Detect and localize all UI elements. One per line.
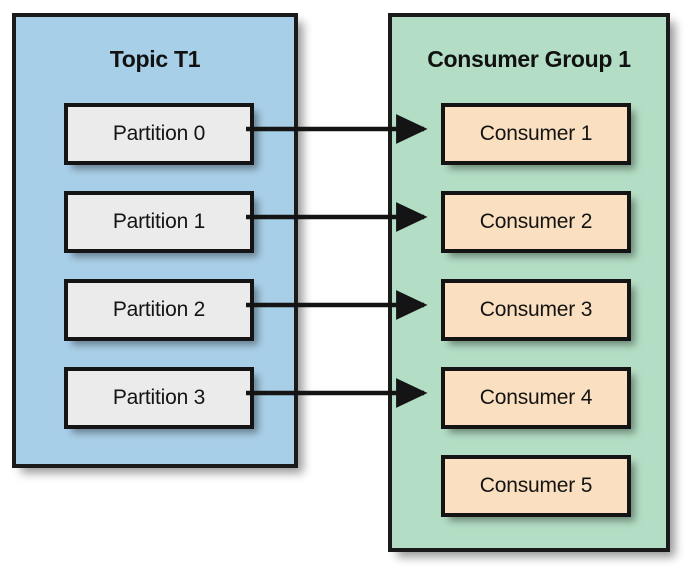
consumer-label: Consumer 2 (479, 210, 593, 233)
topic-panel: Topic T1 Partition 0 Partition 1 Partiti… (12, 13, 298, 468)
partition-label: Partition 0 (112, 122, 206, 145)
consumer-box-2[interactable]: Consumer 2 (441, 191, 631, 253)
consumer-box-4[interactable]: Consumer 4 (441, 367, 631, 429)
consumer-box-3[interactable]: Consumer 3 (441, 279, 631, 341)
partition-label: Partition 2 (112, 298, 206, 321)
partition-box-3[interactable]: Partition 3 (64, 367, 254, 429)
partition-box-1[interactable]: Partition 1 (64, 191, 254, 253)
consumer-box-5[interactable]: Consumer 5 (441, 455, 631, 517)
partition-box-2[interactable]: Partition 2 (64, 279, 254, 341)
consumer-label: Consumer 5 (479, 474, 593, 497)
consumer-label: Consumer 1 (479, 122, 593, 145)
consumer-box-1[interactable]: Consumer 1 (441, 103, 631, 165)
consumer-label: Consumer 3 (479, 298, 593, 321)
partition-box-0[interactable]: Partition 0 (64, 103, 254, 165)
consumer-group-panel: Consumer Group 1 Consumer 1 Consumer 2 C… (388, 13, 670, 552)
partition-label: Partition 1 (112, 210, 206, 233)
consumer-group-panel-title: Consumer Group 1 (427, 46, 631, 72)
consumer-label: Consumer 4 (479, 386, 593, 409)
topic-panel-title: Topic T1 (109, 46, 201, 72)
partition-label: Partition 3 (112, 386, 206, 409)
